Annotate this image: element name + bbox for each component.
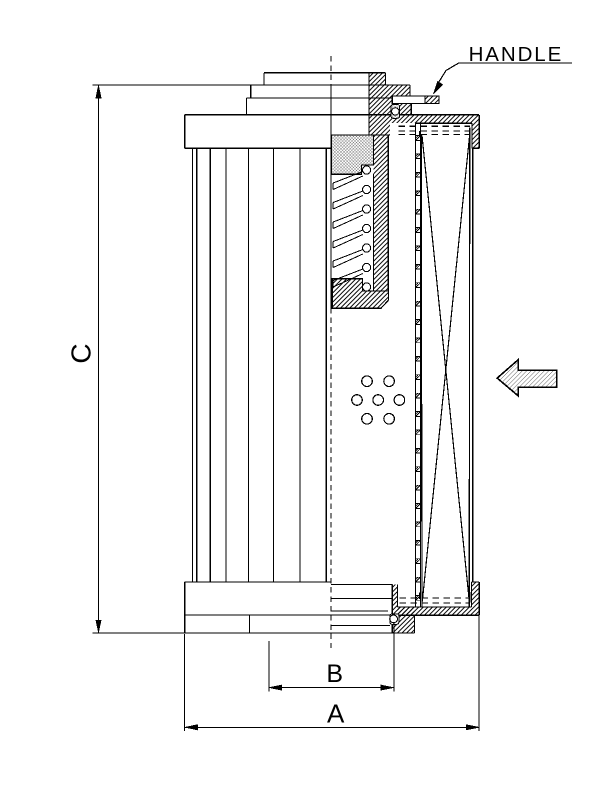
svg-text:HANDLE: HANDLE [469,43,564,66]
svg-text:C: C [66,343,97,363]
svg-text:B: B [326,660,343,688]
svg-text:A: A [327,699,345,729]
